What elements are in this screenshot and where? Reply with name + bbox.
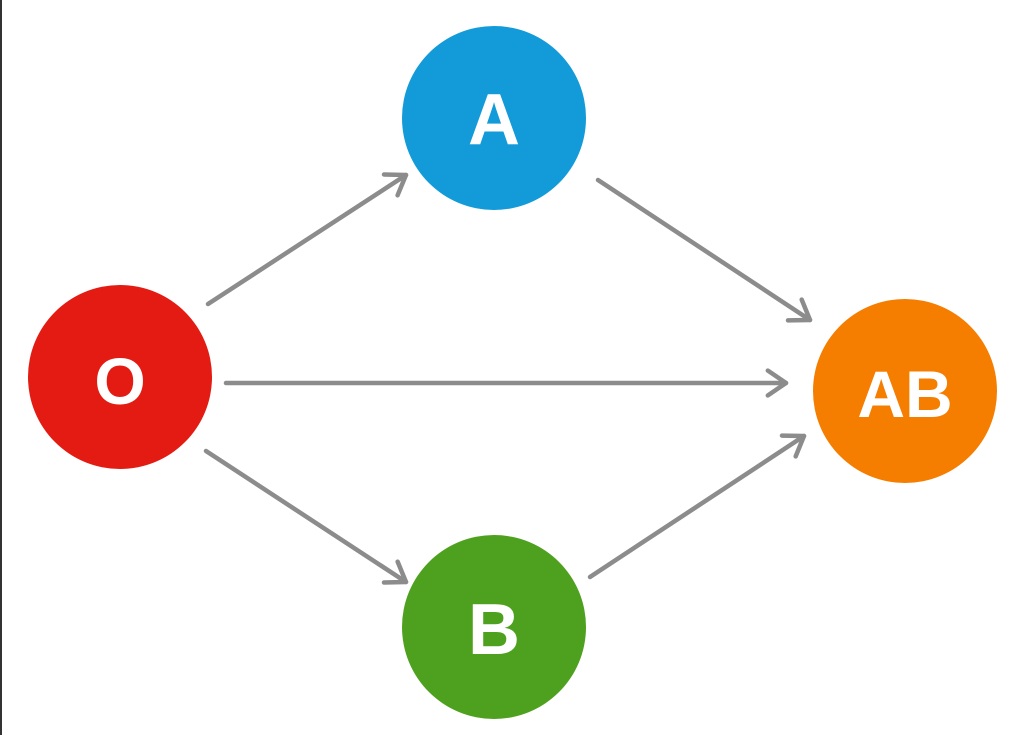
node-a-circle [402, 26, 586, 210]
node-b-label: B [468, 590, 520, 670]
edge-b-to-ab [587, 433, 807, 580]
edge-line [587, 433, 807, 580]
left-border-rule [0, 0, 2, 735]
arrowhead-icon [381, 559, 409, 585]
node-o: O [28, 285, 212, 469]
edge-o-to-ab [223, 368, 789, 398]
edges-layer [203, 172, 813, 585]
edge-line [203, 448, 409, 585]
edge-line [205, 172, 409, 307]
nodes-layer: O A B AB [28, 26, 997, 719]
arrowhead-icon [779, 433, 807, 459]
edge-o-to-b [203, 448, 409, 585]
arrowhead-icon [765, 368, 789, 398]
node-a-label: A [468, 80, 520, 160]
node-ab-label: AB [857, 357, 952, 431]
arrowhead-icon [381, 172, 409, 198]
node-ab-circle [813, 299, 997, 483]
node-ab: AB [813, 299, 997, 483]
edge-a-to-ab [595, 177, 813, 323]
node-b: B [402, 535, 586, 719]
node-o-label: O [94, 344, 145, 418]
node-o-circle [28, 285, 212, 469]
arrowhead-icon [785, 297, 813, 323]
node-a: A [402, 26, 586, 210]
edge-o-to-a [205, 172, 409, 307]
edge-line [595, 177, 813, 323]
node-b-circle [402, 535, 586, 719]
